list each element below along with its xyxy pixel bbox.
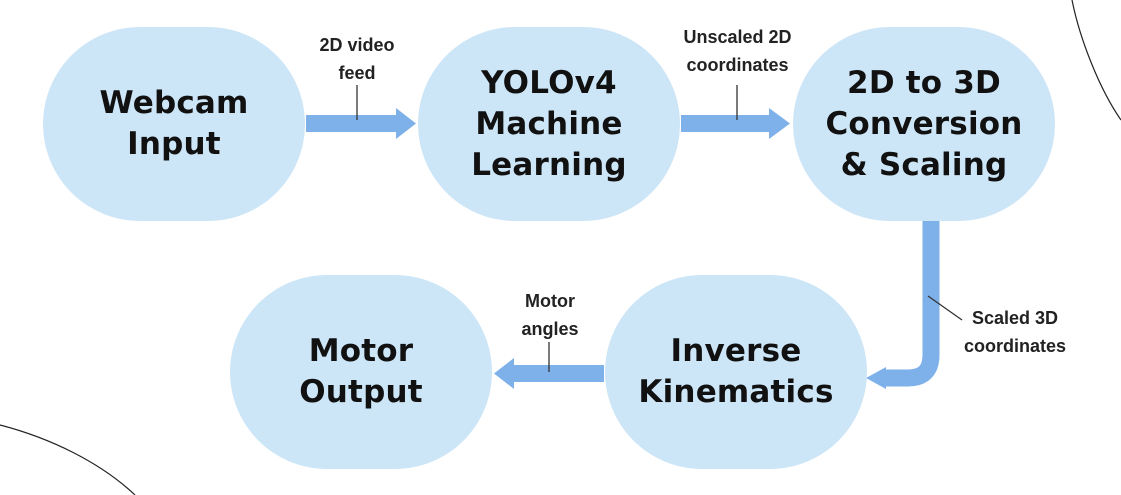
arrow-video-feed [306,85,416,139]
node-motor-output: Motor Output [230,275,492,469]
edge-label-motor-angles: Motor angles [521,291,579,339]
edge-label-video-feed: 2D video feed [319,35,395,83]
leader-line-scaled [927,295,963,321]
arrow-scaled [866,221,963,389]
node-inverse-kinematics: Inverse Kinematics [605,275,867,469]
edge-label-unscaled: Unscaled 2D coordinates [683,27,792,75]
decor-arc-bottom-left [0,424,136,495]
node-motor-output-label: Motor Output [299,333,423,410]
node-yolo-label: YOLOv4 Machine Learning [471,64,627,183]
node-conversion: 2D to 3D Conversion & Scaling [793,27,1055,221]
node-inverse-kinematics-label: Inverse Kinematics [638,333,834,410]
arrow-unscaled [681,85,790,139]
edge-label-scaled: Scaled 3D coordinates [963,308,1067,356]
arrow-motor-angles [494,342,604,389]
node-yolo: YOLOv4 Machine Learning [418,27,680,221]
node-conversion-label: 2D to 3D Conversion & Scaling [825,64,1023,183]
node-webcam-input-label: Webcam Input [99,85,249,162]
decor-arc-top-right [1071,0,1121,121]
node-webcam-input: Webcam Input [43,27,305,221]
